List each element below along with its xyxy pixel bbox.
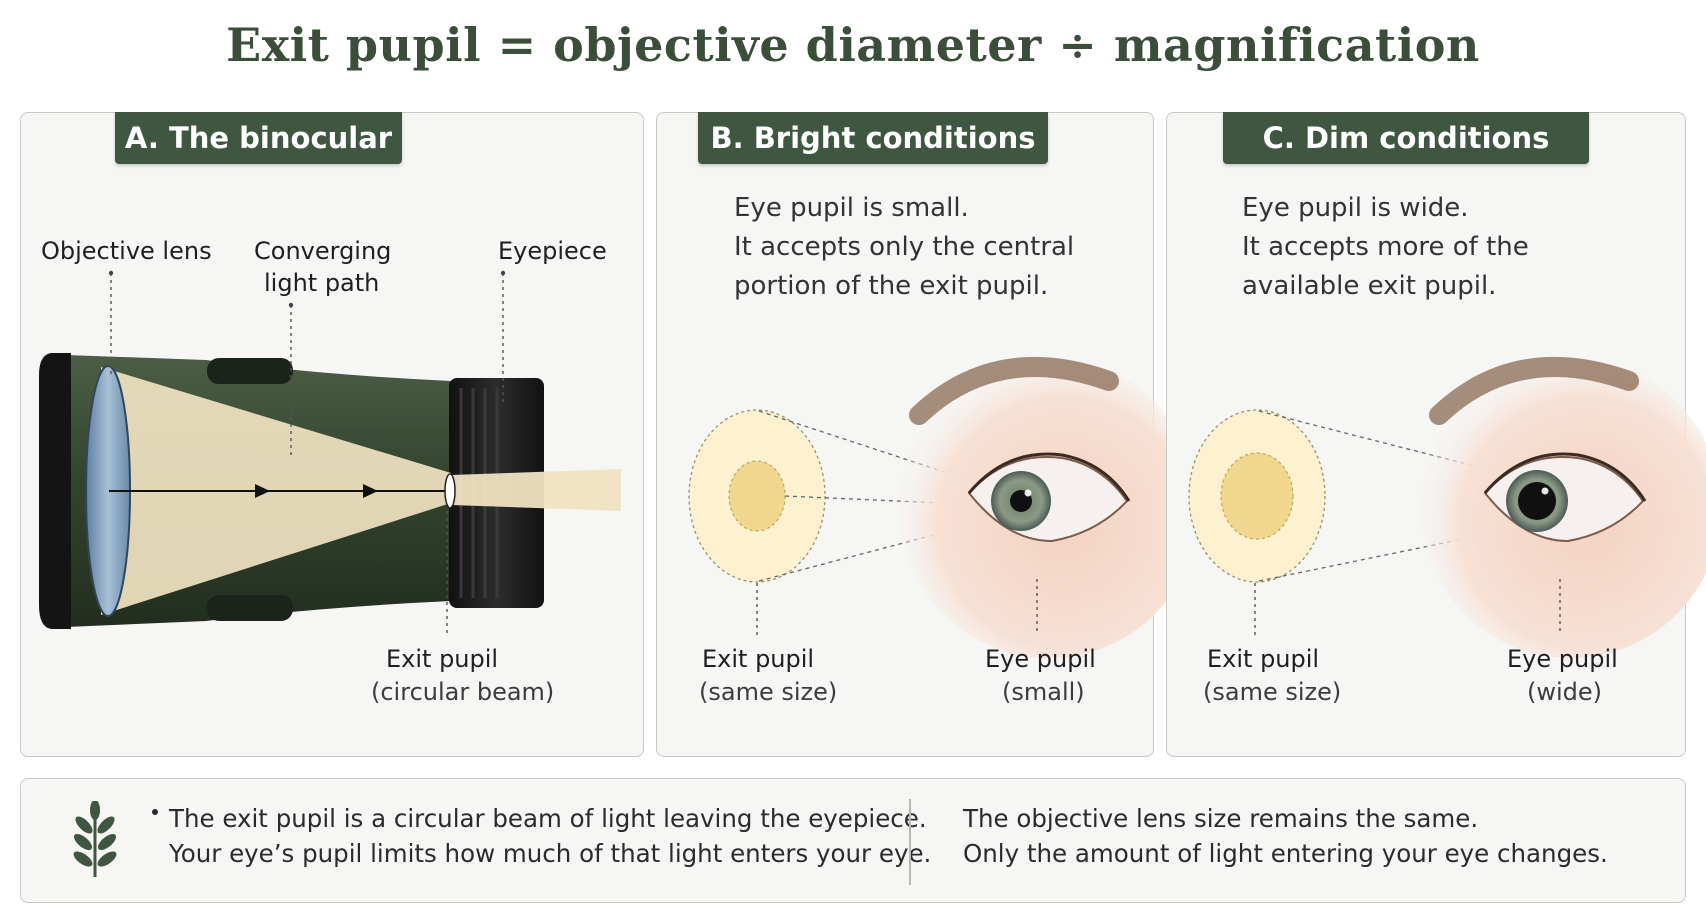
dim-eye-label: Eye pupil <box>1507 645 1618 673</box>
accepted-central-portion <box>728 460 786 532</box>
dim-desc-line1: Eye pupil is wide. <box>1242 193 1469 223</box>
exit-beam <box>451 469 621 511</box>
eyebrow <box>909 357 1119 425</box>
exit-pupil-sub: (circular beam) <box>371 678 555 706</box>
footer-left-line2: Your eye’s pupil limits how much of that… <box>169 839 932 868</box>
dim-exit-label: Exit pupil <box>1207 645 1320 673</box>
objective-lens-label: Objective lens <box>41 237 212 265</box>
binocular-illustration <box>39 270 621 635</box>
exit-pupil-point <box>444 473 456 509</box>
bright-illustration <box>688 357 1199 658</box>
bright-desc-line3: portion of the exit pupil. <box>734 271 1049 301</box>
accepted-wide-portion <box>1220 452 1294 540</box>
footer-right-line2: Only the amount of light entering your e… <box>963 839 1608 868</box>
axis-arrow-2 <box>363 484 378 498</box>
panel-a-tab: A. The binocular <box>115 112 402 164</box>
panel-b-tab: B. Bright conditions <box>698 112 1048 164</box>
dim-illustration <box>1188 357 1706 658</box>
light-path-label-line1: Converging <box>254 237 392 265</box>
bright-desc-line1: Eye pupil is small. <box>734 193 969 223</box>
top-knob <box>207 358 293 384</box>
dim-desc-line2: It accepts more of the <box>1242 232 1529 262</box>
eyepiece-label: Eyepiece <box>498 237 607 265</box>
panel-binocular: A. The binocular Objective lens Convergi… <box>20 112 644 757</box>
footer-divider <box>909 799 911 885</box>
bullet-dot <box>152 809 158 815</box>
bright-exit-sub: (same size) <box>699 678 838 706</box>
summary-footer: The exit pupil is a circular beam of lig… <box>20 778 1686 903</box>
light-path-label-line2: light path <box>264 269 380 297</box>
eye-pupil-wide <box>1518 482 1556 520</box>
bright-exit-label: Exit pupil <box>702 645 815 673</box>
panel-c-tab: C. Dim conditions <box>1223 112 1589 164</box>
leaf-sprig-icon <box>73 801 117 877</box>
bright-desc-line2: It accepts only the central <box>734 232 1075 262</box>
panel-dim: C. Dim conditions Eye pupil is wide. It … <box>1166 112 1706 757</box>
axis-arrow-1 <box>255 484 270 498</box>
objective-rim <box>39 353 71 629</box>
page-title: Exit pupil = objective diameter ÷ magnif… <box>226 18 1480 72</box>
dim-eye-sub: (wide) <box>1527 678 1603 706</box>
bright-eye-label: Eye pupil <box>985 645 1096 673</box>
exit-pupil-label: Exit pupil <box>386 645 499 673</box>
panel-bright: B. Bright conditions Eye pupil is small.… <box>656 112 1199 757</box>
footer-right-line1: The objective lens size remains the same… <box>963 804 1479 833</box>
eyebrow <box>1429 357 1639 425</box>
bottom-knob <box>207 595 293 621</box>
bright-eye-sub: (small) <box>1002 678 1085 706</box>
footer-left-line1: The exit pupil is a circular beam of lig… <box>169 804 927 833</box>
dim-desc-line3: available exit pupil. <box>1242 271 1497 301</box>
dim-exit-sub: (same size) <box>1203 678 1342 706</box>
